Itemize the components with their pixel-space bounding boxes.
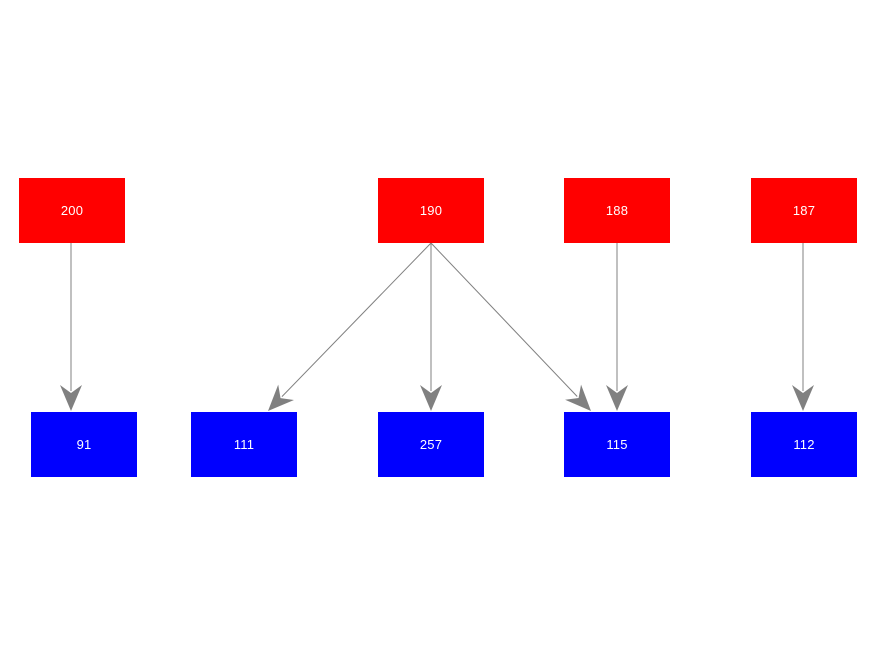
node-label: 115 bbox=[606, 437, 628, 452]
graph-edge bbox=[60, 243, 82, 411]
graph-edge bbox=[792, 243, 814, 411]
graph-node-188[interactable]: 188 bbox=[564, 178, 670, 243]
graph-node-187[interactable]: 187 bbox=[751, 178, 857, 243]
arrowhead-icon bbox=[565, 384, 591, 411]
graph-edge bbox=[606, 243, 628, 411]
graph-node-91[interactable]: 91 bbox=[31, 412, 137, 477]
arrowhead-icon bbox=[792, 385, 814, 411]
graph-edge bbox=[430, 242, 591, 411]
node-label: 187 bbox=[792, 203, 816, 218]
edge-line bbox=[430, 242, 578, 397]
graph-node-111[interactable]: 111 bbox=[191, 412, 297, 477]
graph-node-200[interactable]: 200 bbox=[19, 178, 125, 243]
graph-node-190[interactable]: 190 bbox=[378, 178, 484, 243]
graph-node-112[interactable]: 112 bbox=[751, 412, 857, 477]
node-label: 112 bbox=[793, 437, 815, 452]
graph-edge bbox=[420, 243, 442, 411]
arrowhead-icon bbox=[606, 385, 628, 411]
arrowhead-icon bbox=[420, 385, 442, 411]
graph-edge bbox=[268, 242, 432, 411]
node-label: 200 bbox=[60, 203, 84, 218]
node-label: 188 bbox=[605, 203, 629, 218]
arrowhead-icon bbox=[268, 384, 294, 411]
edge-line bbox=[281, 242, 432, 397]
graph-node-115[interactable]: 115 bbox=[564, 412, 670, 477]
node-label: 190 bbox=[419, 203, 443, 218]
node-label: 111 bbox=[233, 437, 255, 452]
node-label: 257 bbox=[419, 437, 443, 452]
graph-node-257[interactable]: 257 bbox=[378, 412, 484, 477]
arrowhead-icon bbox=[60, 385, 82, 411]
node-label: 91 bbox=[76, 437, 92, 452]
